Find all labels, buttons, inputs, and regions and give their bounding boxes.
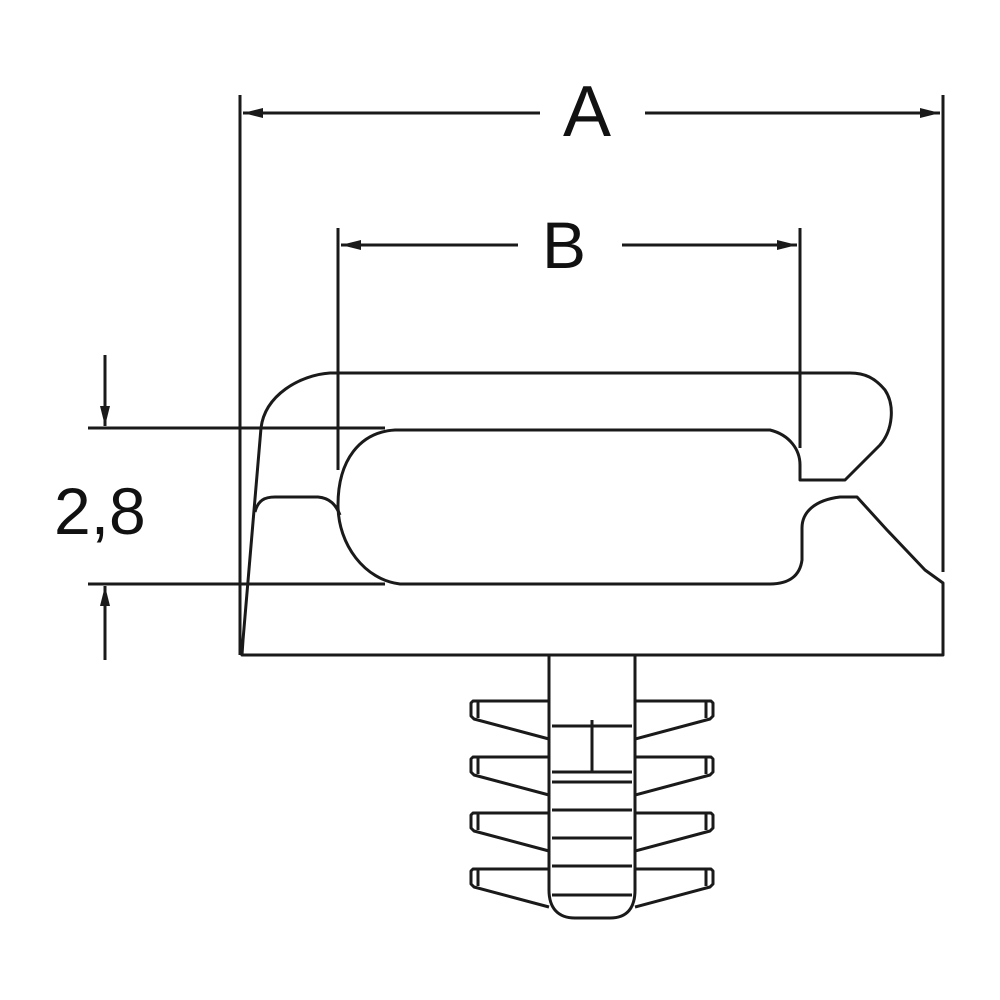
- dimension-a: [238, 95, 945, 655]
- fir-tree-stem: [547, 655, 637, 920]
- dimension-b: [336, 228, 802, 470]
- dimension-a-label: A: [563, 72, 612, 152]
- fin-1: [469, 699, 715, 741]
- dimension-thickness: [88, 355, 385, 660]
- clip-body: [240, 371, 945, 657]
- fin-4: [469, 867, 715, 909]
- fin-3: [469, 811, 715, 853]
- dimension-thickness-label: 2,8: [54, 474, 146, 548]
- fin-2: [469, 755, 715, 797]
- dimension-b-label: B: [542, 208, 587, 282]
- fir-tree-fins: [469, 699, 715, 909]
